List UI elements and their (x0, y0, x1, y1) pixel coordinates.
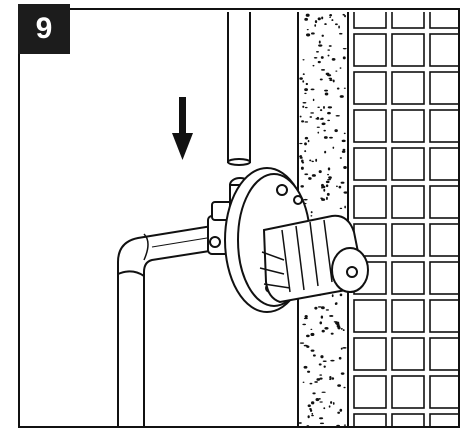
valve-knob (259, 214, 369, 304)
illustration-frame (18, 8, 460, 428)
step-number-badge: 9 (18, 4, 70, 54)
illustration (117, 12, 458, 426)
down-arrow-icon (172, 97, 193, 160)
upper-pipe-segment (227, 12, 251, 166)
tile-grid (353, 12, 458, 426)
elbow-pipe (117, 224, 218, 426)
